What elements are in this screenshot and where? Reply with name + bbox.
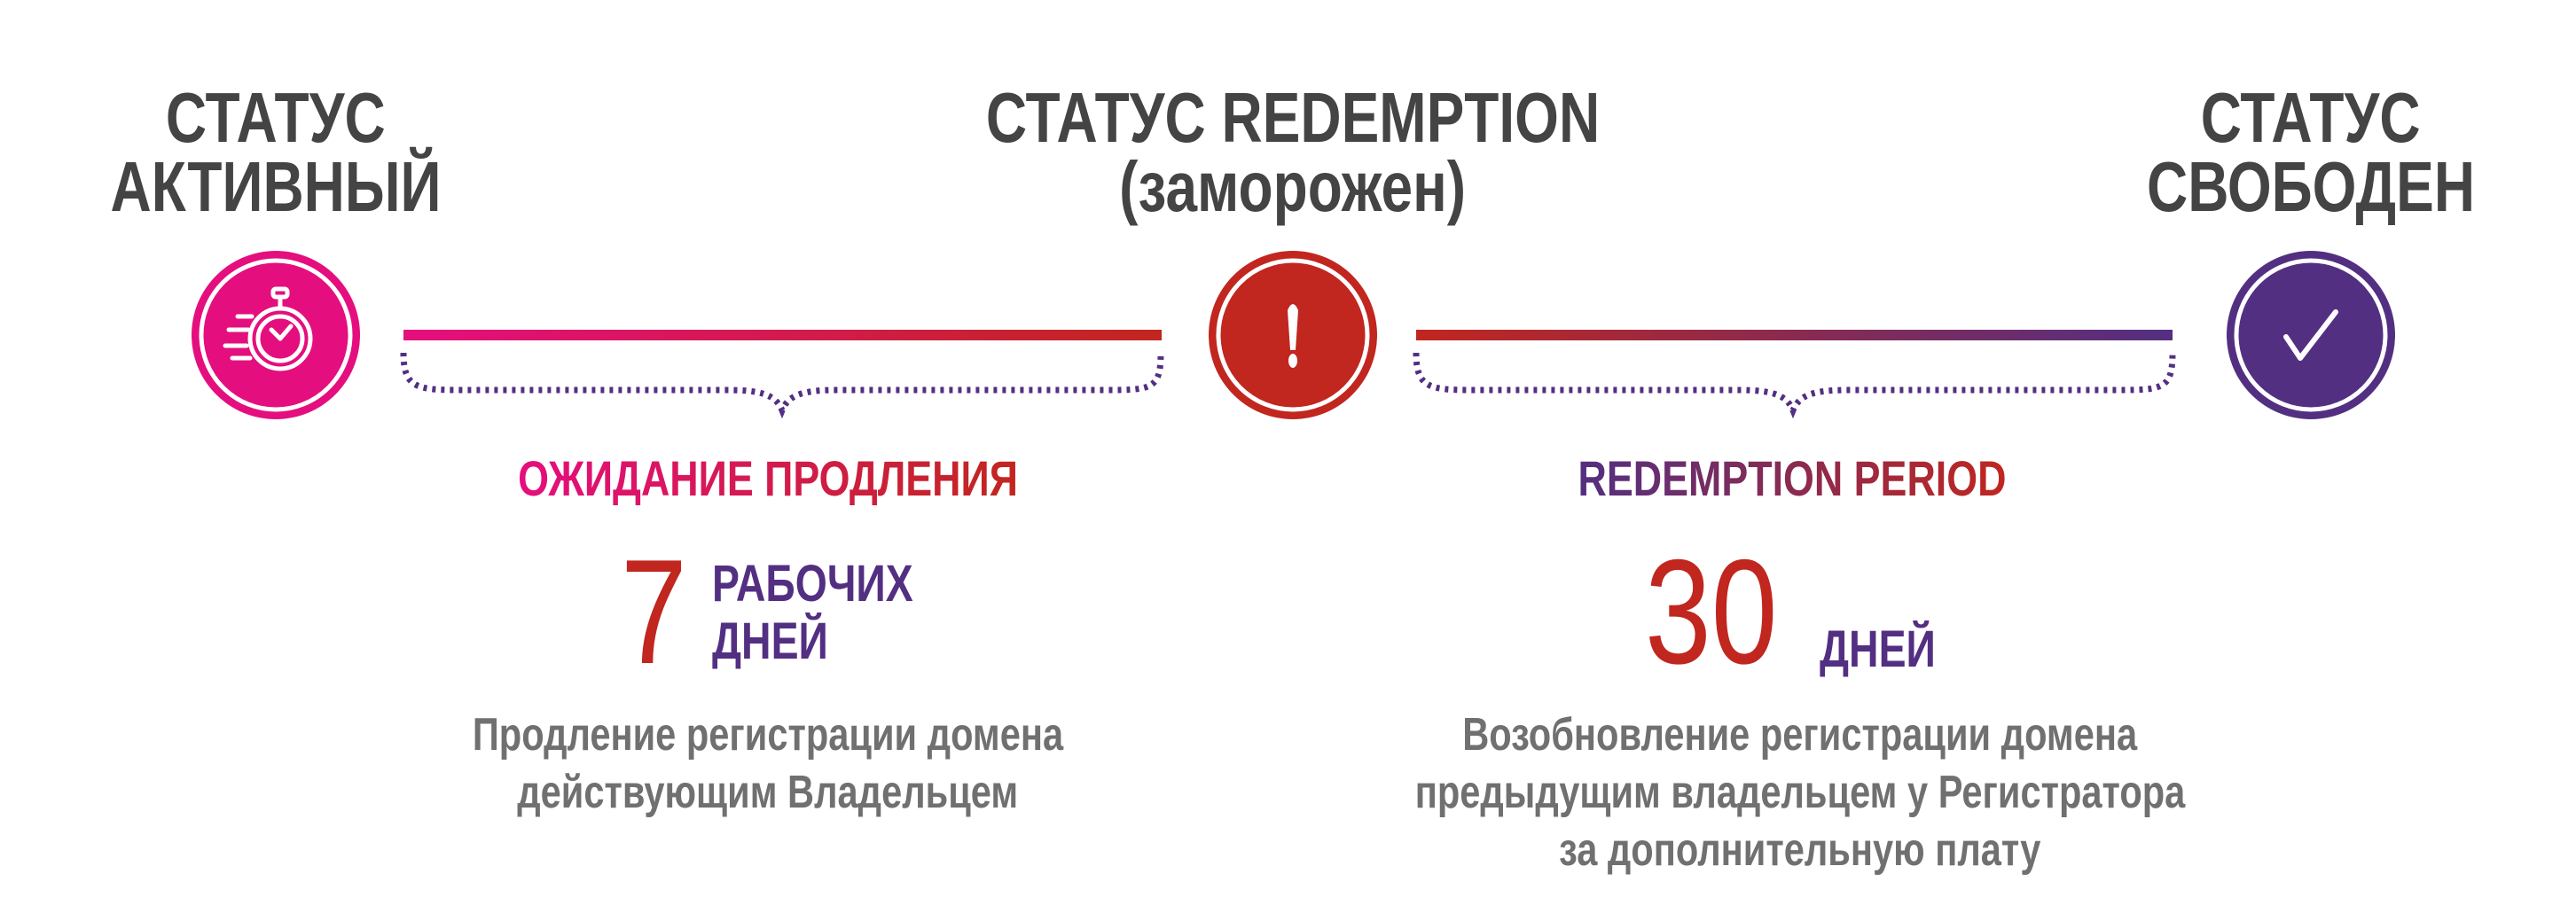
status-title-line: (заморожен) — [1119, 147, 1467, 226]
exclamation-icon — [1288, 304, 1298, 368]
status-free-circle — [2227, 251, 2395, 419]
period-2-unit: ДНЕЙ — [1820, 620, 1965, 678]
period-2-heading: REDEMPTION PERIOD — [1524, 452, 2060, 505]
stopwatch-icon — [223, 286, 313, 371]
period-1-unit: РАБОЧИХ ДНЕЙ — [712, 555, 963, 670]
period-heading-text: REDEMPTION PERIOD — [1578, 450, 2007, 506]
period-unit-line: РАБОЧИХ — [712, 555, 913, 613]
timeline-segment-1 — [403, 330, 1162, 340]
status-title-line: СТАТУС REDEMPTION — [985, 78, 1601, 157]
status-free-title: СТАТУС СВОБОДЕН — [2106, 78, 2517, 226]
status-title-line: СВОБОДЕН — [2146, 147, 2476, 226]
period-1-description: Продление регистрации домена действующим… — [399, 706, 1138, 822]
status-title-line: АКТИВНЫЙ — [110, 147, 442, 226]
checkmark-icon — [2283, 309, 2338, 361]
description-line: действующим Владельцем — [517, 767, 1019, 818]
status-active-circle — [192, 251, 360, 419]
status-redemption-circle — [1209, 251, 1377, 419]
description-line: предыдущим владельцем у Регистратора — [1414, 767, 2186, 818]
period-1-heading: ОЖИДАНИЕ ПРОДЛЕНИЯ — [456, 452, 1081, 505]
status-active-title: СТАТУС АКТИВНЫЙ — [69, 78, 482, 226]
timeline-segment-2 — [1416, 330, 2173, 340]
description-line: Продление регистрации домена — [472, 709, 1064, 761]
brace-1 — [400, 352, 1164, 419]
period-2-number: 30 — [1645, 537, 1811, 686]
status-title-line: СТАТУС — [166, 78, 386, 157]
period-number-text: 7 — [621, 528, 687, 695]
description-line: за дополнительную плату — [1559, 824, 2041, 876]
period-1-number: 7 — [621, 537, 703, 686]
period-2-description: Возобновление регистрации домена предыду… — [1319, 706, 2282, 879]
status-redemption-title: СТАТУС REDEMPTION (заморожен) — [909, 78, 1676, 226]
period-number-text: 30 — [1645, 528, 1778, 695]
period-unit-line: ДНЕЙ — [712, 613, 828, 670]
period-unit-line: ДНЕЙ — [1820, 620, 1936, 678]
description-line: Возобновление регистрации домена — [1462, 709, 2138, 761]
brace-2 — [1413, 352, 2176, 419]
period-heading-text: ОЖИДАНИЕ ПРОДЛЕНИЯ — [518, 450, 1018, 506]
status-title-line: СТАТУС — [2201, 78, 2421, 157]
